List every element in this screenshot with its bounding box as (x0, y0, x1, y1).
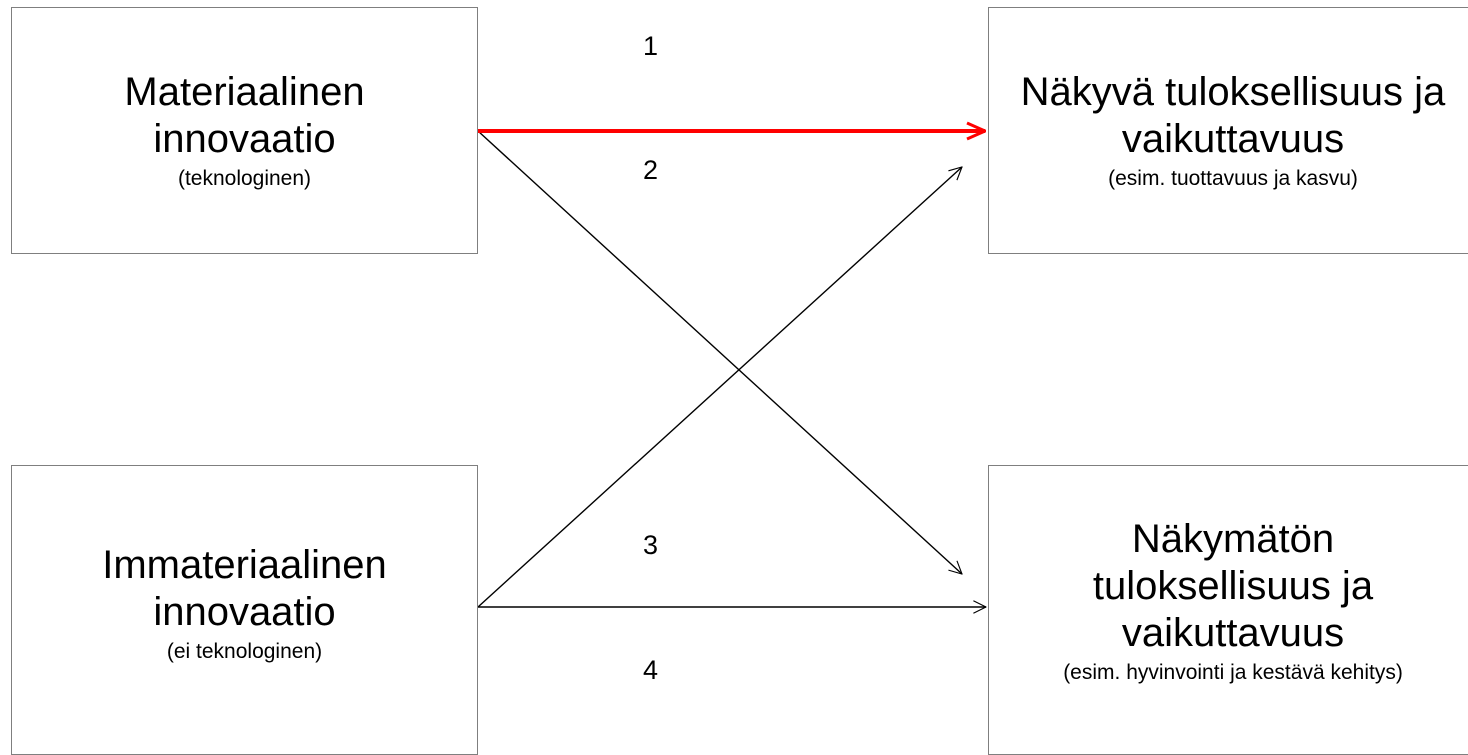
box-invisible-performance: Näkymätön tuloksellisuus ja vaikuttavuus… (988, 465, 1468, 755)
visible-subtitle: (esim. tuottavuus ja kasvu) (1108, 166, 1358, 190)
invisible-title-line3: vaikuttavuus (1121, 611, 1345, 655)
arrow-label-1: 1 (643, 31, 659, 61)
immaterial-title-line1: Immateriaalinen (102, 543, 387, 587)
box-visible-performance: Näkyvä tuloksellisuus ja vaikuttavuus (e… (988, 7, 1468, 254)
invisible-title-line2: tuloksellisuus ja (1092, 564, 1374, 608)
material-subtitle: (teknologinen) (177, 166, 312, 190)
arrow-label-2: 2 (643, 155, 659, 185)
arrow-label-3: 3 (643, 530, 659, 560)
arrow-3-immaterial-to-visible (477, 167, 962, 608)
immaterial-title-line2: innovaatio (153, 590, 336, 634)
visible-title-line2: vaikuttavuus (1121, 116, 1345, 161)
arrow-label-4: 4 (643, 655, 659, 685)
material-title-line2: innovaatio (153, 116, 336, 161)
invisible-title-line1: Näkymätön (1131, 517, 1335, 561)
arrow-2-material-to-invisible (477, 130, 962, 574)
invisible-subtitle: (esim. hyvinvointi ja kestävä kehitys) (1063, 661, 1403, 684)
box-immaterial-innovation: Immateriaalinen innovaatio (ei teknologi… (11, 465, 478, 755)
visible-title-line1: Näkyvä tuloksellisuus ja (1020, 69, 1446, 114)
box-material-innovation: Materiaalinen innovaatio (teknologinen) (11, 7, 478, 254)
immaterial-subtitle: (ei teknologinen) (166, 640, 323, 663)
material-title-line1: Materiaalinen (124, 69, 365, 114)
